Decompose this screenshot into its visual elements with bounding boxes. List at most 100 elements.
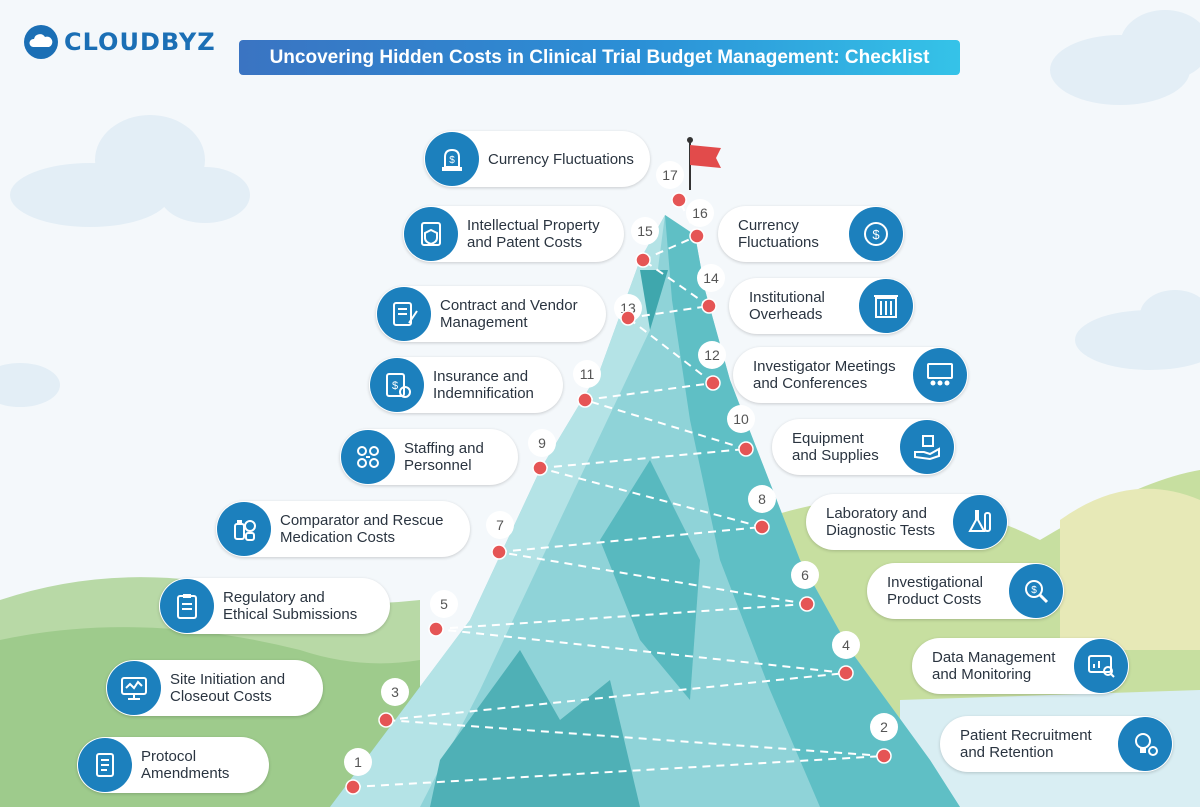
step-number-badge: [697, 264, 725, 292]
step-number: 15: [637, 223, 653, 239]
checklist-item-label: Laboratory and Diagnostic Tests: [826, 505, 935, 539]
clipboard-icon: [160, 579, 214, 633]
step-number: 4: [842, 637, 850, 653]
step-marker: [577, 392, 593, 408]
step-number: 1: [354, 754, 362, 770]
crevice-top: [640, 270, 668, 330]
step-marker: [532, 460, 548, 476]
step-marker: [738, 441, 754, 457]
step-marker: [620, 310, 636, 326]
step-marker: [428, 621, 444, 637]
step-number-badge: [631, 217, 659, 245]
trail-segment: [385, 672, 847, 721]
trail-segment: [539, 467, 763, 528]
trail-segment: [352, 755, 885, 788]
step-number: 3: [391, 684, 399, 700]
step-marker: [799, 596, 815, 612]
checklist-item-label: Investigational Product Costs: [887, 574, 983, 608]
checklist-item: $ Investigational Product Costs: [867, 563, 1064, 619]
step-number: 16: [692, 205, 708, 221]
monitor-icon: [107, 661, 161, 715]
contract-icon: [377, 287, 431, 341]
step-number-badge: [573, 360, 601, 388]
checklist-item: Investigator Meetings and Conferences: [733, 347, 968, 403]
step-number-badge: [686, 199, 714, 227]
brand-logo: CLOUDBYZ: [24, 25, 216, 59]
checklist-item-label: Currency Fluctuations: [738, 217, 819, 251]
step-marker: [876, 748, 892, 764]
checklist-item: Site Initiation and Closeout Costs: [106, 660, 323, 716]
checklist-item: Regulatory and Ethical Submissions: [159, 578, 390, 634]
trail-segment: [584, 399, 747, 450]
flag-pole-tip: [687, 137, 693, 143]
checklist-item: Protocol Amendments: [77, 737, 269, 793]
step-number-badge: [727, 405, 755, 433]
step-marker: [345, 779, 361, 795]
svg-text:$: $: [449, 155, 455, 166]
trail-segment: [498, 526, 763, 553]
step-number: 12: [704, 347, 720, 363]
checklist-item: Comparator and Rescue Medication Costs: [216, 501, 470, 557]
step-number-badge: [832, 631, 860, 659]
checklist-item-label: Site Initiation and Closeout Costs: [170, 671, 286, 705]
step-number: 5: [440, 596, 448, 612]
trail-segment: [642, 235, 698, 261]
step-marker: [754, 519, 770, 535]
step-number-badge: [748, 485, 776, 513]
trail-segment: [498, 551, 808, 605]
building-icon: [859, 279, 913, 333]
trail-segment: [435, 603, 808, 630]
checklist-item-label: Institutional Overheads: [749, 289, 825, 323]
step-number: 14: [703, 270, 719, 286]
step-marker: [378, 712, 394, 728]
step-number-badge: [698, 341, 726, 369]
step-number: 6: [801, 567, 809, 583]
step-marker: [705, 375, 721, 391]
step-number-badge: [381, 678, 409, 706]
meeting-icon: [913, 348, 967, 402]
cloud-shapes: [0, 10, 1200, 407]
search-gear-icon: $: [1009, 564, 1063, 618]
patent-icon: [404, 207, 458, 261]
checklist-item: Institutional Overheads: [729, 278, 914, 334]
checklist-item: Data Management and Monitoring: [912, 638, 1129, 694]
money-bell-icon: $: [425, 132, 479, 186]
cloud-logo-icon: [24, 25, 58, 59]
step-number-badge: [430, 590, 458, 618]
trail-segment: [584, 382, 714, 401]
step-number: 10: [733, 411, 749, 427]
checklist-item-label: Intellectual Property and Patent Costs: [467, 217, 600, 251]
step-number-badge: [791, 561, 819, 589]
step-number-badge: [528, 429, 556, 457]
summit-flag: [690, 145, 721, 168]
analytics-icon: [1074, 639, 1128, 693]
page-title: Uncovering Hidden Costs in Clinical Tria…: [269, 46, 930, 68]
step-number: 7: [496, 517, 504, 533]
trail-segment: [435, 628, 847, 674]
step-marker: [701, 298, 717, 314]
step-marker: [635, 252, 651, 268]
insurance-doc-icon: $: [370, 358, 424, 412]
currency-exchange-icon: $: [849, 207, 903, 261]
svg-text:$: $: [872, 227, 880, 242]
step-marker: [671, 192, 687, 208]
trail-segment: [539, 448, 747, 469]
checklist-item-label: Currency Fluctuations: [488, 150, 634, 168]
hill-right-highlight: [1060, 488, 1200, 650]
checklist-item: Staffing and Personnel: [340, 429, 518, 485]
checklist-item: $ Currency Fluctuations: [424, 131, 650, 187]
step-number-badge: [870, 713, 898, 741]
checklist-item: Intellectual Property and Patent Costs: [403, 206, 624, 262]
checklist-item-label: Staffing and Personnel: [404, 440, 484, 474]
lightbulb-gear-icon: [1118, 717, 1172, 771]
checklist-item: $ Currency Fluctuations: [718, 206, 904, 262]
checklist-item-label: Data Management and Monitoring: [932, 649, 1056, 683]
checklist-item-label: Investigator Meetings and Conferences: [753, 358, 896, 392]
step-number: 2: [880, 719, 888, 735]
svg-text:$: $: [1031, 585, 1037, 596]
checklist-item-label: Equipment and Supplies: [792, 430, 879, 464]
brand-name: CLOUDBYZ: [64, 28, 216, 56]
people-network-icon: [341, 430, 395, 484]
